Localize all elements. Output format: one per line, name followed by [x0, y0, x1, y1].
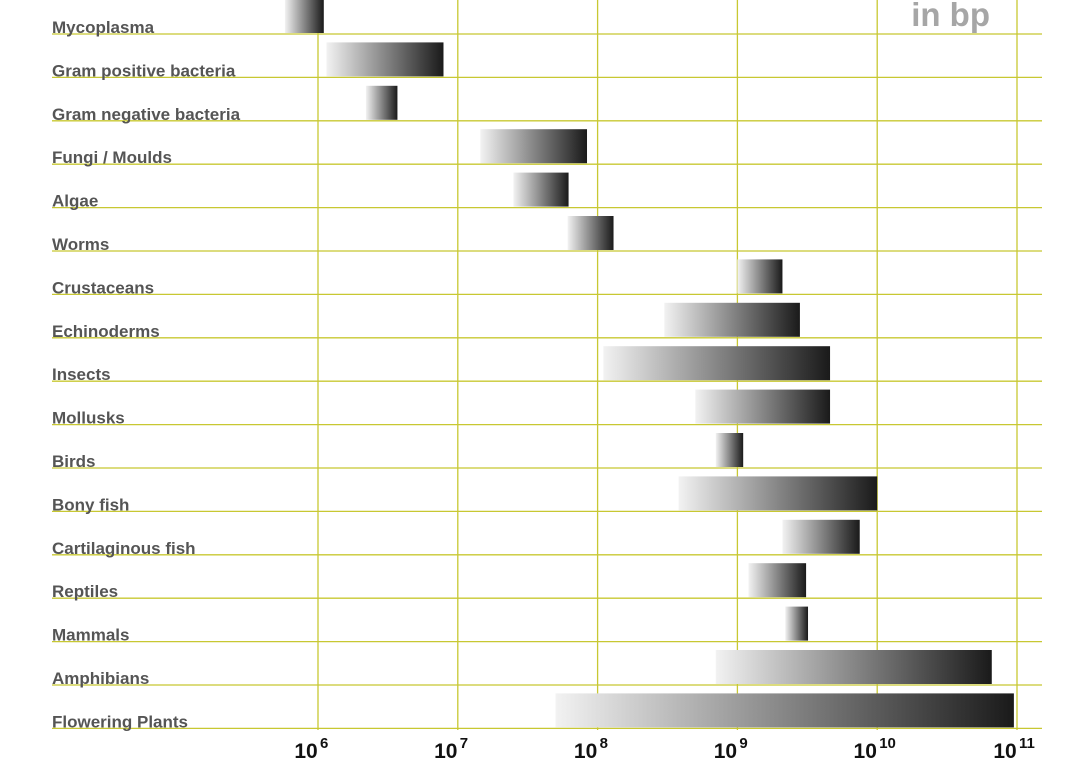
x-tick-base: 10: [714, 740, 737, 763]
category-label: Bony fish: [52, 495, 129, 514]
x-tick-exponent: 11: [1019, 735, 1035, 752]
x-tick-base: 10: [574, 740, 597, 763]
category-label: Gram positive bacteria: [52, 61, 236, 80]
bar: [678, 476, 878, 511]
bar: [715, 650, 992, 684]
x-tick-base: 10: [434, 740, 457, 763]
category-label: Mycoplasma: [52, 18, 155, 37]
category-label: Worms: [52, 235, 109, 254]
x-tick-exponent: 6: [320, 735, 328, 752]
bar: [737, 259, 783, 294]
category-label: Cartilaginous fish: [52, 539, 196, 558]
bar: [695, 389, 831, 424]
vertical-gridlines: [317, 0, 1018, 730]
category-label: Algae: [52, 192, 98, 211]
category-label: Mollusks: [52, 409, 125, 428]
x-tick-exponent: 8: [600, 735, 608, 752]
bar: [513, 172, 569, 207]
bar: [664, 302, 800, 337]
category-label: Birds: [52, 452, 95, 471]
bar: [326, 42, 444, 77]
category-label: Echinoderms: [52, 322, 160, 341]
bar: [748, 563, 807, 598]
bar: [603, 346, 831, 381]
bar: [715, 433, 744, 467]
bar: [567, 216, 614, 250]
x-tick-base: 10: [993, 740, 1016, 763]
category-label: Fungi / Moulds: [52, 148, 172, 167]
bar: [480, 129, 588, 164]
bar-group: [284, 0, 1014, 728]
category-label: Insects: [52, 365, 111, 384]
category-label: Crustaceans: [52, 278, 154, 297]
x-tick-base: 10: [294, 740, 317, 763]
x-tick-exponent: 7: [460, 735, 468, 752]
bar: [782, 519, 860, 554]
category-label: Reptiles: [52, 582, 118, 601]
category-label: Amphibians: [52, 669, 149, 688]
unit-label: in bp: [911, 0, 990, 33]
bar: [284, 0, 324, 33]
x-tick-exponent: 9: [739, 735, 747, 752]
category-label: Mammals: [52, 626, 129, 645]
category-label: Flowering Plants: [52, 712, 188, 731]
bar: [555, 693, 1014, 728]
category-label: Gram negative bacteria: [52, 105, 241, 124]
x-tick-base: 10: [854, 740, 877, 763]
category-baselines: [52, 33, 1042, 730]
bar: [365, 85, 398, 120]
x-tick-exponent: 10: [879, 735, 896, 752]
bar: [785, 606, 809, 641]
